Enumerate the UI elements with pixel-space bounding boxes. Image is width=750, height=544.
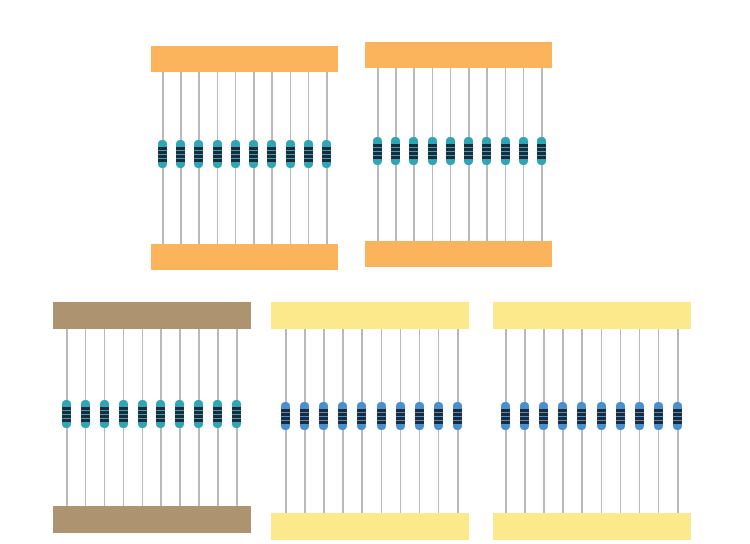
resistor — [118, 400, 128, 428]
resistor — [653, 402, 663, 430]
resistor — [537, 137, 546, 165]
resistor — [453, 402, 462, 430]
resistor — [518, 137, 528, 165]
resistor — [175, 400, 185, 428]
resistor — [303, 140, 313, 168]
resistor — [433, 402, 443, 430]
resistor — [596, 402, 606, 430]
bottom-tape — [365, 241, 552, 267]
resistor — [539, 402, 549, 430]
resistor — [414, 402, 424, 430]
bottom-tape — [271, 513, 469, 540]
resistor — [158, 140, 167, 168]
top-tape — [365, 42, 552, 68]
resistor — [338, 402, 348, 430]
resistor — [373, 137, 382, 165]
resistor — [427, 137, 437, 165]
resistor — [267, 140, 277, 168]
resistor — [520, 402, 530, 430]
resistor — [230, 140, 240, 168]
bottom-tape — [53, 506, 251, 533]
resistor — [285, 140, 295, 168]
resistor — [395, 402, 405, 430]
resistor — [501, 402, 510, 430]
top-tape — [53, 302, 251, 329]
resistor — [300, 402, 310, 430]
resistor — [558, 402, 568, 430]
resistor — [281, 402, 290, 430]
resistor — [357, 402, 367, 430]
resistor — [445, 137, 455, 165]
resistor — [62, 400, 71, 428]
resistor — [319, 402, 329, 430]
resistor — [500, 137, 510, 165]
resistor — [176, 140, 186, 168]
bottom-tape — [151, 244, 338, 270]
resistor — [249, 140, 259, 168]
resistor — [577, 402, 587, 430]
resistor — [409, 137, 419, 165]
resistor — [391, 137, 401, 165]
bottom-tape — [493, 513, 691, 540]
resistor — [137, 400, 147, 428]
resistor — [615, 402, 625, 430]
top-tape — [493, 302, 691, 329]
resistor — [194, 140, 204, 168]
resistor — [99, 400, 109, 428]
top-tape — [151, 46, 338, 72]
resistor — [376, 402, 386, 430]
resistor — [213, 400, 223, 428]
resistor — [80, 400, 90, 428]
top-tape — [271, 302, 469, 329]
resistor — [482, 137, 492, 165]
resistor — [464, 137, 474, 165]
resistor — [194, 400, 204, 428]
resistor — [322, 140, 331, 168]
resistor — [212, 140, 222, 168]
resistor — [673, 402, 682, 430]
resistor — [156, 400, 166, 428]
resistor — [634, 402, 644, 430]
resistor — [232, 400, 241, 428]
